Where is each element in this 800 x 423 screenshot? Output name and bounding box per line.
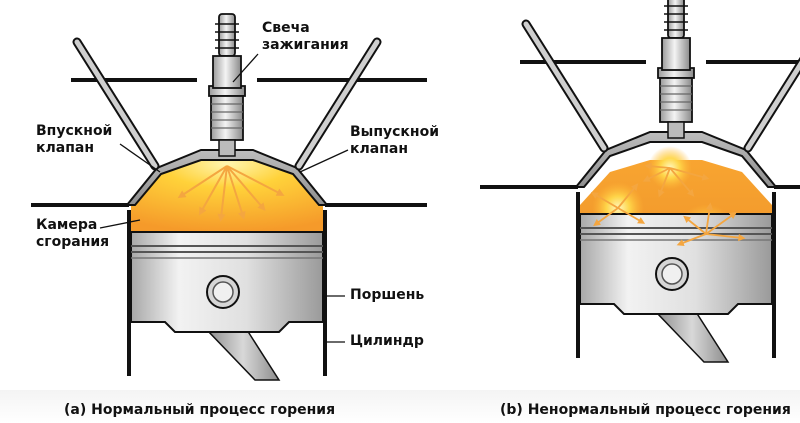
flame-front-normal [131, 160, 323, 232]
label-combustion-chamber: Камера сгорания [36, 217, 110, 250]
engine-normal [31, 14, 427, 380]
label-piston: Поршень [350, 287, 425, 303]
label-exhaust-valve: Выпускной клапан [350, 124, 440, 157]
flame-arrows-normal [177, 165, 285, 222]
engine-abnormal [480, 0, 800, 362]
caption-abnormal: (b) Ненормальный процесс горения [500, 402, 791, 418]
label-cylinder: Цилиндр [350, 333, 424, 349]
label-intake-valve: Впускной клапан [36, 123, 113, 156]
caption-normal: (a) Нормальный процесс горения [64, 402, 336, 418]
label-spark-plug: Свеча зажигания [262, 20, 349, 53]
caption-band [0, 390, 800, 423]
flame-arrows-abnormal [590, 162, 746, 247]
label-leaders [99, 53, 349, 343]
